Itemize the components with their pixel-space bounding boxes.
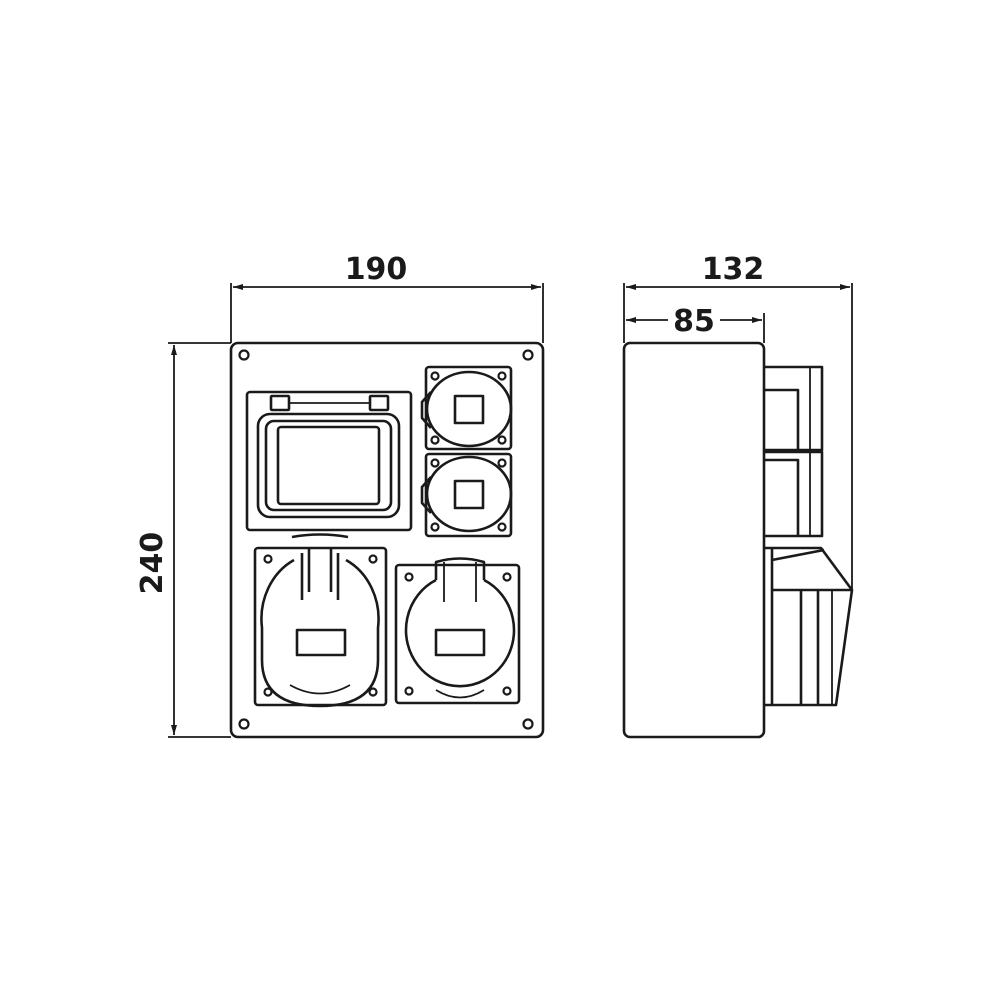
side-view (622, 341, 854, 739)
side-small-sockets (764, 365, 824, 538)
socket-small-top (420, 365, 513, 451)
socket-large-right (394, 557, 521, 705)
socket-small-bottom (420, 452, 513, 538)
enclosure-side-outline (622, 341, 766, 739)
enclosure-screws (238, 349, 534, 730)
side-large-socket (764, 546, 854, 707)
dimension-height-label: 240 (135, 532, 170, 595)
breaker-window (245, 390, 413, 532)
enclosure-front-outline (229, 341, 545, 739)
socket-large-left (253, 533, 388, 708)
dimension-depth-body-label: 85 (673, 304, 715, 339)
front-view (229, 341, 545, 739)
dimension-width-label: 190 (345, 252, 408, 287)
dimension-lines (168, 283, 853, 738)
dimension-depth-total-label: 132 (702, 252, 765, 287)
